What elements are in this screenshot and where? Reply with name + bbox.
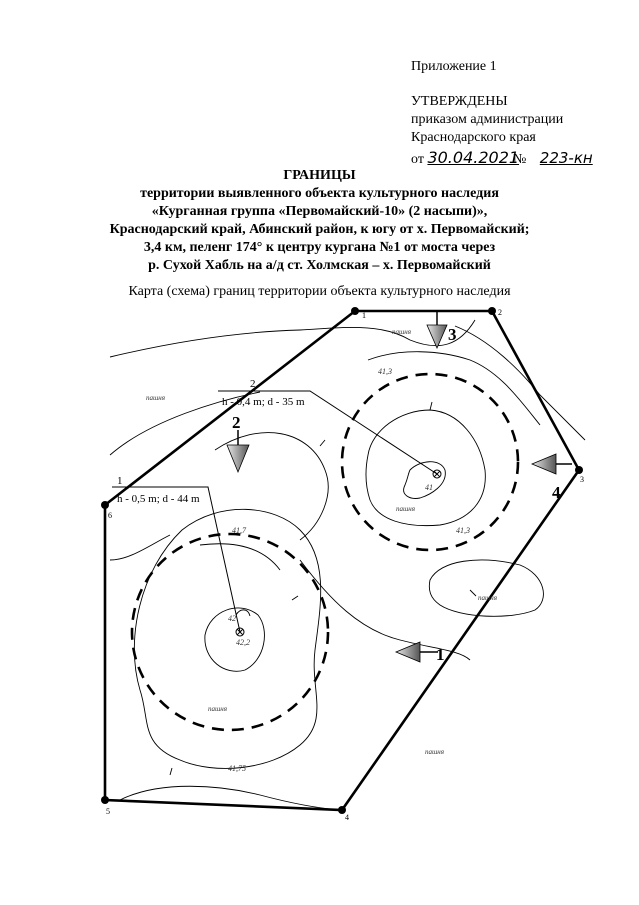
- vertex-labels: 1 2 3 4 5 6: [106, 308, 584, 822]
- mound-1-boundary: [130, 532, 330, 732]
- title-line-4: Краснодарский край, Абинский район, к юг…: [109, 222, 530, 237]
- view-arrow-1: 1: [394, 641, 445, 664]
- title-line-1: ГРАНИЦЫ: [283, 168, 356, 183]
- land-label: пашня: [396, 505, 415, 513]
- mound-1-number: 1: [117, 475, 123, 487]
- handwritten-number: 223-кн: [539, 149, 593, 167]
- vertex-4-point: [338, 806, 346, 814]
- mound-2-number: 2: [250, 378, 256, 390]
- boundary-vertices: [101, 307, 583, 814]
- vertex-6-label: 6: [108, 511, 112, 520]
- contour-values: 41,3 41 41,3 41,7 42 42,2 41,75: [228, 367, 470, 773]
- date-prefix: от: [411, 152, 424, 167]
- appendix-label: Приложение 1: [411, 59, 497, 74]
- title-line-3: «Курганная группа «Первомайский-10» (2 н…: [151, 204, 488, 219]
- vertex-2-label: 2: [498, 308, 502, 317]
- mound-1-dimensions: h - 0,5 m; d - 44 m: [117, 493, 200, 505]
- contour-value: 42: [228, 614, 236, 623]
- contour-value: 41: [425, 483, 433, 492]
- view-arrow-2: 2: [226, 413, 250, 474]
- contour-ticks: [169, 401, 477, 776]
- contour-value: 42,2: [236, 638, 250, 647]
- land-label: пашня: [146, 394, 165, 402]
- order-date-line: от 30.04.2021 № 223-кн: [411, 148, 600, 168]
- mound-leader-lines: [112, 390, 438, 633]
- title-line-2: территории выявленного объекта культурно…: [140, 186, 499, 201]
- map-caption: Карта (схема) границ территории объекта …: [128, 284, 511, 299]
- vertex-6-point: [101, 501, 109, 509]
- land-label: пашня: [392, 328, 411, 336]
- vertex-1-label: 1: [362, 311, 366, 320]
- view-arrow-4: 4: [530, 453, 572, 502]
- title-line-6: р. Сухой Хабль на а/д ст. Холмская – х. …: [148, 258, 491, 273]
- land-label: пашня: [208, 705, 227, 713]
- vertex-3-point: [575, 466, 583, 474]
- handwritten-date: 30.04.2021: [427, 148, 520, 167]
- mound-2-boundary: [340, 372, 520, 552]
- arrow-4-label: 4: [552, 483, 561, 502]
- arrow-1-label: 1: [436, 645, 445, 664]
- land-label-extra: пашня: [425, 748, 444, 756]
- arrow-3-label: 3: [448, 325, 457, 344]
- vertex-4-label: 4: [345, 813, 349, 822]
- land-label: пашня: [478, 594, 497, 602]
- mound-2-dimensions: h - 0,4 m; d - 35 m: [222, 396, 305, 408]
- contour-value: 41,7: [232, 526, 247, 535]
- vertex-2-point: [488, 307, 496, 315]
- vertex-5-point: [101, 796, 109, 804]
- vertex-5-label: 5: [106, 807, 110, 816]
- vertex-3-label: 3: [580, 475, 584, 484]
- territory-boundary: [103, 309, 581, 812]
- region-label: Краснодарского края: [411, 130, 536, 145]
- title-line-5: 3,4 км, пеленг 174° к центру кургана №1 …: [143, 240, 496, 255]
- land-use-labels: пашня пашня пашня пашня пашня: [146, 328, 497, 713]
- approved-label: УТВЕРЖДЕНЫ: [411, 94, 508, 109]
- contour-value: 41,3: [456, 526, 470, 535]
- vertex-1-point: [351, 307, 359, 315]
- contour-value: 41,3: [378, 367, 392, 376]
- arrow-2-label: 2: [232, 413, 241, 432]
- view-arrow-3: 3: [426, 312, 457, 350]
- order-label: приказом администрации: [411, 112, 564, 127]
- number-sign: №: [512, 152, 527, 167]
- contour-value: 41,75: [228, 764, 246, 773]
